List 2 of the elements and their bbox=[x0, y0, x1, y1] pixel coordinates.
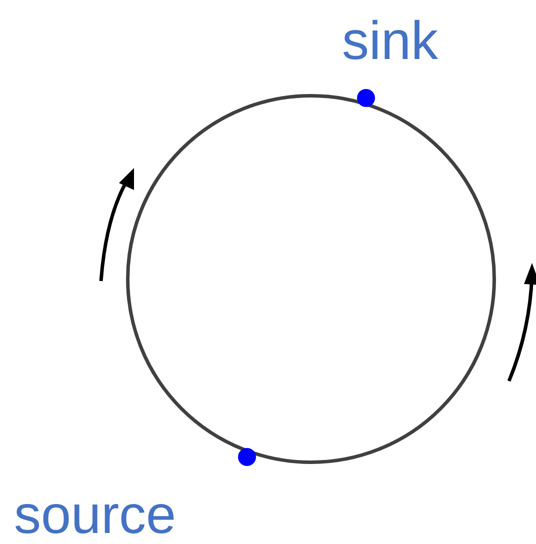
point-label: source bbox=[14, 488, 176, 542]
point-label: sink bbox=[342, 14, 438, 68]
